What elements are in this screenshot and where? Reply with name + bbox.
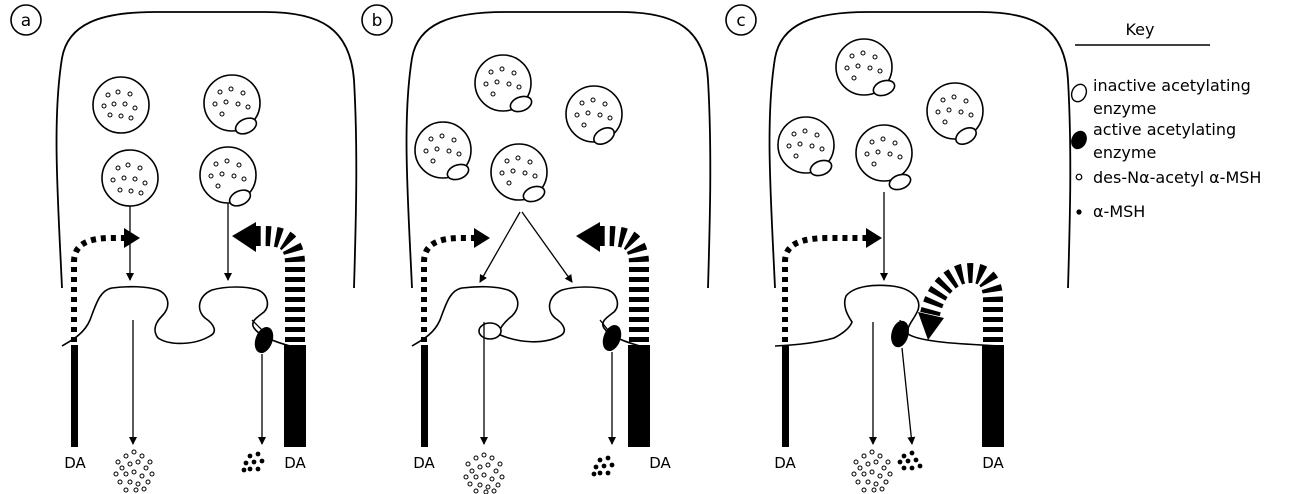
strong-inhibition-dashes <box>930 273 993 342</box>
dopamine-fiber-thick <box>284 345 306 447</box>
strong-inhibition-arrowhead <box>232 222 256 252</box>
da-label: DA <box>413 454 435 472</box>
des-acetyl-msh-cluster <box>114 450 154 492</box>
da-label: DA <box>774 454 796 472</box>
open-dot-icon <box>1076 174 1082 180</box>
filled-dot-icon <box>1076 209 1081 214</box>
secretory-granule <box>856 125 913 192</box>
key-title: Key <box>1125 20 1154 39</box>
des-acetyl-msh-cluster <box>852 450 892 492</box>
secretory-granule <box>491 144 547 204</box>
msh-cluster <box>242 452 265 473</box>
panel-b: b <box>362 5 710 494</box>
dopamine-fiber-thick <box>628 345 650 447</box>
secretion-arrow <box>902 348 912 444</box>
dopamine-fiber-thin <box>421 345 428 447</box>
weak-inhibition-dashes <box>424 238 478 342</box>
key-item-active-line1: active acetylating <box>1093 120 1236 139</box>
weak-inhibition-dashes <box>74 238 128 342</box>
strong-inhibition-arrowhead <box>576 222 600 252</box>
key-item-des-acetyl-msh: des-Nα-acetyl α-MSH <box>1093 168 1261 187</box>
secretory-granule <box>475 55 534 114</box>
key-item-inactive-line2: enzyme <box>1093 99 1156 118</box>
cell-membrane <box>775 285 1000 346</box>
da-label: DA <box>284 454 306 472</box>
strong-inhibition-dashes <box>254 236 295 342</box>
secretory-granule <box>93 77 149 133</box>
filled-ellipse-icon <box>1069 129 1089 151</box>
open-ellipse-icon <box>1069 82 1089 104</box>
key-legend: Key inactive acetylating enzyme active a… <box>1069 20 1262 221</box>
msh-cluster <box>898 451 923 471</box>
dopamine-fiber-thick <box>982 345 1004 447</box>
strong-inhibition-arrowhead <box>918 312 944 340</box>
panel-letter: a <box>21 11 31 31</box>
weak-inhibition-arrowhead <box>474 228 490 248</box>
dopamine-fiber-thin <box>71 345 78 447</box>
secretory-granule <box>415 122 471 182</box>
secretory-granule <box>927 83 983 148</box>
dopamine-fiber-thin <box>782 345 789 447</box>
secretory-granule <box>836 39 897 98</box>
weak-inhibition-arrowhead <box>124 228 140 248</box>
weak-inhibition-arrowhead <box>866 228 882 248</box>
secretory-granule <box>566 86 622 148</box>
secretory-granule <box>200 147 256 209</box>
msh-cluster <box>592 456 615 477</box>
panel-letter: b <box>372 11 383 31</box>
inactive-enzyme-icon <box>479 323 501 339</box>
key-item-inactive-line1: inactive acetylating <box>1093 76 1251 95</box>
panel-c: c <box>726 5 1070 492</box>
secretory-granule <box>204 75 260 137</box>
des-acetyl-msh-cluster <box>464 453 504 494</box>
secretory-granule <box>102 150 158 206</box>
cell-outline <box>57 12 357 288</box>
secretory-granule <box>778 117 834 178</box>
transport-arrow <box>522 212 572 282</box>
da-label: DA <box>649 454 671 472</box>
da-label: DA <box>982 454 1004 472</box>
cell-membrane <box>62 287 290 346</box>
panel-a: a DA <box>11 5 356 492</box>
da-label: DA <box>64 454 86 472</box>
panel-letter: c <box>736 11 745 31</box>
active-enzyme-icon <box>889 319 911 348</box>
key-item-active-line2: enzyme <box>1093 143 1156 162</box>
transport-arrow <box>480 212 520 282</box>
key-item-msh: α-MSH <box>1093 202 1145 221</box>
